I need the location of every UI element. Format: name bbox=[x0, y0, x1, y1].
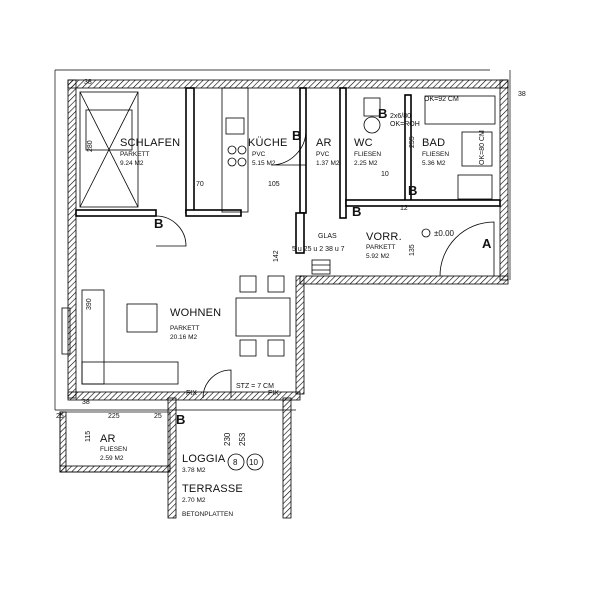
room-labels: SCHLAFEN PARKETT 9.24 M2 KÜCHE PVC 5.15 … bbox=[100, 137, 449, 518]
ar-bottom-area: 2.59 M2 bbox=[100, 455, 124, 462]
dim-105: 105 bbox=[268, 181, 280, 188]
wohnen-name: WOHNEN bbox=[170, 307, 221, 319]
dim-10: 10 bbox=[381, 171, 389, 178]
vorr-floor: PARKETT bbox=[366, 244, 396, 251]
schlafen-furniture bbox=[79, 91, 187, 247]
circle-8 bbox=[227, 453, 245, 471]
dim-115: 115 bbox=[85, 431, 92, 442]
level-label: ±0.00 bbox=[434, 229, 455, 238]
dim-230: 230 bbox=[223, 432, 232, 446]
a-marker: A bbox=[482, 236, 492, 251]
b-marker-schlafen: B bbox=[154, 216, 163, 231]
interior-walls bbox=[75, 87, 501, 254]
ok-side-label: OK=80 CM bbox=[479, 130, 486, 165]
wohnen-area: 20.16 M2 bbox=[170, 334, 197, 341]
ar-top-name: AR bbox=[316, 137, 332, 149]
markers: B B B B B B A 8 10 FIX FIX GLAS STZ = 7 … bbox=[154, 96, 492, 471]
circle-8-label: 8 bbox=[233, 458, 238, 467]
dim-38-left: 38 bbox=[82, 399, 90, 406]
glas-label: GLAS bbox=[318, 233, 337, 240]
bad-name: BAD bbox=[422, 137, 445, 149]
ar-bottom-floor: FLIESEN bbox=[100, 446, 127, 453]
dim-25-mid: 25 bbox=[154, 413, 162, 420]
b-marker-loggia: B bbox=[176, 412, 185, 427]
fix-right: FIX bbox=[268, 390, 279, 397]
wc-name: WC bbox=[354, 137, 373, 149]
b-marker-wc: B bbox=[378, 106, 387, 121]
wc-area: 2.25 M2 bbox=[354, 160, 378, 167]
bad-note1: 2x6/80 bbox=[390, 113, 411, 120]
kueche-area: 5.15 M2 bbox=[252, 160, 276, 167]
terrasse-area: 2.70 M2 bbox=[182, 497, 206, 504]
dim-253: 253 bbox=[238, 432, 247, 446]
terrasse-floor: BETONPLATTEN bbox=[182, 511, 233, 518]
dimension-numbers: 38 280 70 105 142 5 u 25 u 2 38 u 7 390 … bbox=[56, 79, 526, 446]
dim-135: 135 bbox=[409, 244, 416, 256]
kueche-floor: PVC bbox=[252, 151, 266, 158]
fix-left: FIX bbox=[186, 390, 197, 397]
wohnen-furniture bbox=[61, 275, 291, 399]
dim-142: 142 bbox=[273, 250, 280, 262]
ok-top-label: OK=92 CM bbox=[424, 96, 459, 103]
dim-stairs: 5 u 25 u 2 38 u 7 bbox=[292, 246, 345, 253]
vorr-name: VORR. bbox=[366, 231, 402, 243]
bad-floor: FLIESEN bbox=[422, 151, 449, 158]
dim-280: 280 bbox=[87, 140, 94, 152]
dim-25-left: 25 bbox=[56, 413, 64, 420]
ar-top-area: 1.37 M2 bbox=[316, 160, 340, 167]
dim-390: 390 bbox=[86, 298, 93, 310]
terrasse-name: TERRASSE bbox=[182, 483, 243, 495]
wc-floor: FLIESEN bbox=[354, 151, 381, 158]
dim-38-top: 38 bbox=[84, 79, 92, 86]
kueche-name: KÜCHE bbox=[248, 137, 288, 149]
bad-furniture bbox=[363, 95, 496, 200]
schlafen-floor: PARKETT bbox=[120, 151, 150, 158]
ar-bottom-name: AR bbox=[100, 433, 116, 445]
circle-10 bbox=[246, 453, 264, 471]
dim-12: 12 bbox=[400, 205, 408, 212]
dim-255: 255 bbox=[409, 136, 416, 148]
ar-top-floor: PVC bbox=[316, 151, 330, 158]
outer-walls bbox=[59, 79, 509, 519]
b-marker-vorr: B bbox=[352, 204, 361, 219]
schlafen-name: SCHLAFEN bbox=[120, 137, 180, 149]
wohnen-floor: PARKETT bbox=[170, 325, 200, 332]
b-marker-bad: B bbox=[408, 183, 417, 198]
dimension-lines bbox=[54, 69, 511, 411]
stz-label: STZ = 7 CM bbox=[236, 383, 274, 390]
loggia-area: 3.78 M2 bbox=[182, 467, 206, 474]
circle-10-label: 10 bbox=[249, 458, 258, 467]
schlafen-area: 9.24 M2 bbox=[120, 160, 144, 167]
loggia-name: LOGGIA bbox=[182, 453, 226, 465]
vorr-area: 5.92 M2 bbox=[366, 253, 390, 260]
bad-note2: OK=ROH bbox=[390, 121, 420, 128]
dim-70: 70 bbox=[196, 181, 204, 188]
dim-225: 225 bbox=[108, 413, 120, 420]
dim-38-right: 38 bbox=[518, 91, 526, 98]
b-marker-kueche: B bbox=[292, 128, 301, 143]
vorr-details bbox=[311, 221, 495, 277]
kueche-furniture bbox=[221, 87, 307, 213]
bad-area: 5.36 M2 bbox=[422, 160, 446, 167]
